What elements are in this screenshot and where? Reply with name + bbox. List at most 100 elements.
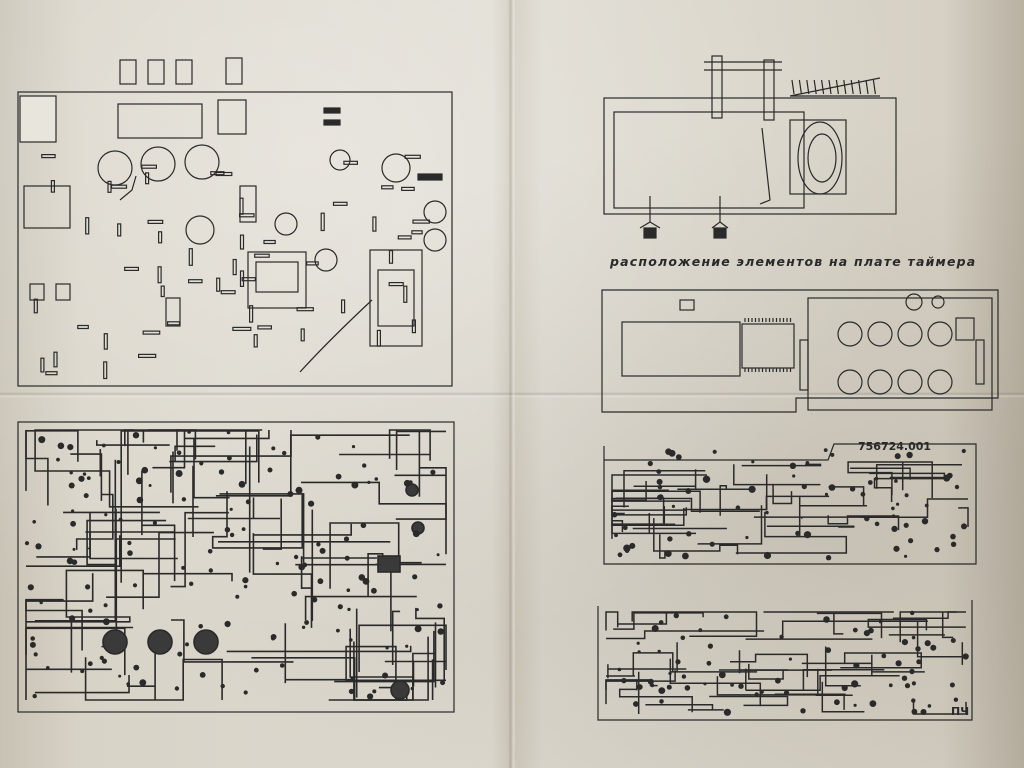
connector-pin bbox=[828, 79, 832, 95]
resistor bbox=[167, 321, 181, 326]
solder-pad bbox=[343, 536, 350, 542]
trace bbox=[34, 675, 130, 694]
solder-pad bbox=[830, 452, 835, 457]
crystal bbox=[679, 299, 695, 311]
trace bbox=[653, 518, 739, 555]
cable-harness bbox=[759, 127, 771, 205]
connector-pin bbox=[798, 79, 802, 95]
traces-2-outline bbox=[597, 600, 973, 721]
timer-button bbox=[927, 369, 953, 395]
solder-pad bbox=[241, 527, 246, 531]
trace bbox=[958, 507, 969, 527]
solder-pad bbox=[633, 701, 639, 707]
solder-pad bbox=[703, 682, 707, 686]
solder-pad bbox=[101, 658, 107, 664]
solder-pad bbox=[823, 616, 830, 623]
solder-pad bbox=[385, 646, 389, 650]
solder-pad bbox=[665, 448, 672, 456]
solder-pad bbox=[723, 614, 729, 620]
solder-pad bbox=[153, 446, 157, 450]
solder-pad bbox=[69, 615, 76, 622]
capacitor-medium-4 bbox=[314, 248, 338, 272]
wire-lead-2 bbox=[119, 175, 137, 201]
timer-keypad-area bbox=[807, 297, 993, 411]
trace bbox=[611, 499, 688, 516]
solder-pad bbox=[664, 550, 672, 557]
solder-pad bbox=[906, 451, 913, 459]
main-board-outline bbox=[17, 91, 453, 387]
pot-knob-4 bbox=[225, 57, 243, 85]
traces-1-pads bbox=[611, 448, 967, 561]
solder-pad bbox=[673, 612, 679, 619]
resistor bbox=[376, 329, 381, 347]
trace bbox=[892, 611, 966, 620]
solder-pad bbox=[896, 502, 900, 506]
solder-pad bbox=[207, 549, 213, 554]
solder-pad bbox=[783, 690, 790, 696]
solder-pad bbox=[38, 436, 46, 444]
trace bbox=[645, 704, 724, 711]
solder-pad bbox=[103, 603, 108, 608]
resistor bbox=[411, 230, 423, 235]
bracket-left bbox=[711, 55, 723, 119]
solder-pad bbox=[668, 671, 672, 676]
solder-pad bbox=[24, 541, 30, 546]
solder-pad bbox=[176, 450, 182, 456]
connector-pin bbox=[791, 79, 795, 95]
solder-pad bbox=[657, 494, 664, 501]
corner-mark: ПЧ bbox=[951, 705, 970, 718]
trace bbox=[730, 653, 809, 678]
solder-pad bbox=[80, 669, 85, 674]
solder-pad bbox=[175, 470, 183, 477]
resistor bbox=[239, 270, 245, 287]
resistor bbox=[401, 186, 415, 191]
trace bbox=[284, 623, 354, 684]
trace bbox=[70, 453, 114, 550]
trace bbox=[801, 654, 925, 676]
connector-pin bbox=[872, 79, 876, 95]
pot-knob-1 bbox=[119, 59, 137, 85]
trace bbox=[745, 668, 900, 691]
solder-pad bbox=[148, 484, 152, 487]
paper-fold-vertical bbox=[508, 0, 516, 768]
solder-pad bbox=[910, 610, 915, 616]
trace bbox=[611, 474, 707, 501]
resistor bbox=[388, 250, 394, 264]
trace bbox=[187, 497, 280, 520]
resistor bbox=[239, 197, 244, 215]
solder-pad bbox=[666, 684, 672, 690]
solder-pad bbox=[901, 639, 909, 646]
solder-pad bbox=[32, 520, 36, 524]
timer-board-title: расположение элементов на плате таймера bbox=[610, 254, 977, 269]
solder-pad bbox=[27, 584, 34, 591]
trace bbox=[753, 516, 887, 519]
solder-pad bbox=[800, 708, 806, 714]
timer-board-component-layout bbox=[601, 289, 999, 413]
trace bbox=[391, 610, 401, 665]
trace bbox=[184, 430, 270, 499]
solder-pad bbox=[199, 672, 206, 678]
trace bbox=[34, 459, 117, 673]
solder-pad bbox=[360, 522, 367, 529]
solder-pad bbox=[621, 677, 627, 684]
resistor bbox=[103, 361, 108, 380]
solder-pad bbox=[675, 454, 682, 460]
resistor bbox=[33, 298, 38, 314]
resistor bbox=[50, 180, 56, 193]
bracket-bar bbox=[704, 61, 782, 71]
solder-pad bbox=[864, 515, 870, 522]
speaker-mount bbox=[789, 119, 847, 195]
terminal-plug-1 bbox=[643, 227, 657, 239]
resistor-dark-2 bbox=[323, 119, 341, 126]
solder-pad bbox=[891, 506, 895, 511]
switch-block bbox=[217, 99, 247, 135]
resistor bbox=[341, 299, 346, 314]
trace bbox=[840, 652, 922, 669]
solder-pad bbox=[408, 480, 413, 485]
solder-pad bbox=[29, 641, 36, 648]
solder-pad bbox=[852, 627, 858, 633]
solder-pad bbox=[657, 484, 663, 490]
trace bbox=[875, 464, 962, 489]
solder-pad bbox=[279, 663, 285, 668]
solder-pad bbox=[888, 683, 893, 688]
